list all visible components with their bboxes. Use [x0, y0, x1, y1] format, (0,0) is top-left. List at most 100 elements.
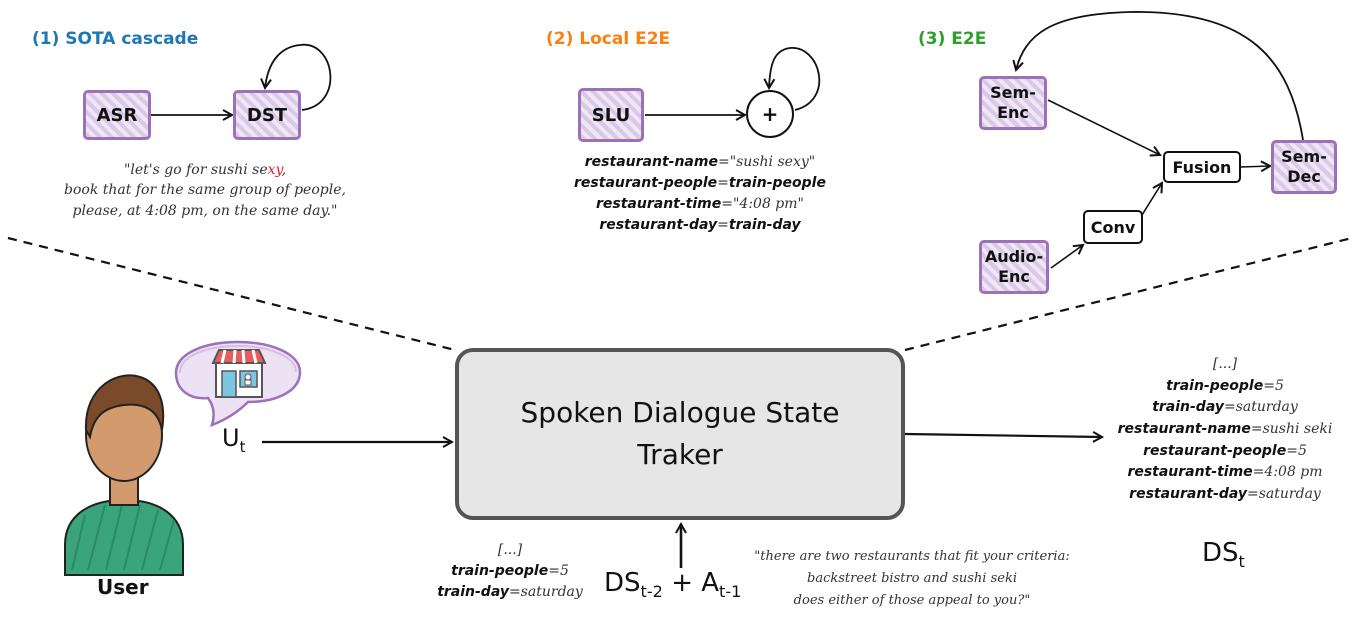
- slot-equals: =: [1263, 377, 1275, 394]
- dst-label: DST: [246, 104, 288, 126]
- ds-symbol: DS: [1202, 538, 1239, 568]
- slot-equals: =: [717, 217, 729, 233]
- slot-key: restaurant-people: [574, 175, 718, 191]
- plus-loop-arrow: [769, 47, 821, 111]
- slot-value: sushi seki: [1262, 421, 1333, 438]
- ellipsis: [...]: [497, 542, 523, 558]
- audio-enc-label-2: Enc: [998, 267, 1030, 286]
- right-dashed-divider: [904, 236, 1353, 352]
- slot-value: "sushi se: [729, 154, 793, 170]
- conv-to-fusion-arrow: [1141, 183, 1162, 216]
- slot-value: train-people: [728, 175, 826, 191]
- transcript-line-1: "let's go for sushi sexy,: [10, 160, 400, 180]
- transcript-line-3: please, at 4:08 pm, on the same day.": [72, 202, 338, 219]
- slot-key: restaurant-name: [584, 154, 718, 170]
- slot-key: restaurant-people: [1143, 442, 1287, 459]
- transcript-line-1-text: "let's go for sushi se: [123, 162, 268, 178]
- cascade-panel-title: (1) SOTA cascade: [32, 29, 198, 49]
- system-response-line-1: "there are two restaurants that fit your…: [754, 549, 1070, 564]
- conv-box: Conv: [1083, 210, 1143, 244]
- local-slot-row: restaurant-name="sushi sexy": [540, 152, 860, 173]
- context-plus: +: [671, 568, 693, 598]
- dst-loop-arrow: [265, 44, 332, 111]
- ellipsis: [...]: [1212, 356, 1238, 372]
- local-slot-row: restaurant-time="4:08 pm": [540, 194, 860, 215]
- output-slot-row: restaurant-day=saturday: [1095, 484, 1355, 506]
- left-dashed-divider: [7, 236, 456, 352]
- local-panel-title: (2) Local E2E: [546, 29, 670, 49]
- slot-equals: =: [1247, 486, 1259, 503]
- plus-label: +: [761, 102, 779, 126]
- slot-value-end: ": [808, 154, 816, 170]
- local-title-text: (2) Local E2E: [546, 29, 671, 49]
- cascade-title-text: (1) SOTA cascade: [32, 29, 199, 49]
- slot-equals: =: [1252, 464, 1265, 481]
- utterance-subscript: t: [239, 437, 246, 456]
- slot-key: restaurant-day: [1129, 486, 1247, 503]
- local-slot-row: restaurant-day=train-day: [540, 215, 860, 236]
- slot-value: saturday: [520, 584, 583, 600]
- transcript-line-2: book that for the same group of people,: [64, 182, 346, 199]
- audio-enc-label-1: Audio-: [984, 247, 1044, 266]
- sem-dec-box: Sem- Dec: [1271, 140, 1337, 194]
- slot-value: 4:08 pm: [1264, 464, 1323, 481]
- slot-value: saturday: [1258, 486, 1321, 503]
- context-expression: DSt-2 + At-1: [604, 568, 741, 601]
- slot-value: train-day: [728, 217, 801, 233]
- audio-enc-box: Audio- Enc: [979, 240, 1049, 294]
- slot-equals: =: [1250, 421, 1263, 438]
- dialogue-state-tracker-box: Spoken Dialogue State Traker: [455, 348, 905, 520]
- ds-prev-symbol: DS: [604, 568, 641, 598]
- system-response-line-2: backstreet bistro and sushi seki: [807, 571, 1017, 587]
- cascade-asr-transcript: "let's go for sushi sexy, book that for …: [10, 160, 400, 221]
- semdec-to-semenc-loop-arrow: [1016, 11, 1304, 141]
- output-slot-row: train-people=5: [1095, 376, 1355, 398]
- asr-label: ASR: [96, 104, 138, 126]
- slot-equals: =: [548, 563, 560, 579]
- output-slot-row: restaurant-people=5: [1095, 441, 1355, 463]
- slot-key: restaurant-time: [1127, 464, 1253, 481]
- ds-subscript: t: [1238, 552, 1245, 572]
- slot-key: train-day: [437, 584, 509, 600]
- slot-value-error: xy: [792, 154, 809, 170]
- output-slot-row: restaurant-name=sushi seki: [1095, 419, 1355, 441]
- e2e-panel-title: (3) E2E: [918, 29, 986, 49]
- sem-enc-label-1: Sem-: [990, 83, 1036, 102]
- previous-state-slot-list: [...] train-people=5 train-day = saturday: [420, 540, 600, 603]
- slot-equals: =: [1286, 442, 1298, 459]
- conv-label: Conv: [1090, 217, 1136, 237]
- local-slot-list: restaurant-name="sushi sexy"restaurant-p…: [540, 152, 860, 236]
- tracker-to-output-arrow: [904, 434, 1102, 437]
- slot-key: train-people: [451, 563, 549, 579]
- slot-value: 5: [559, 563, 569, 579]
- sem-dec-label-1: Sem-: [1281, 147, 1327, 166]
- slot-key: train-day: [1152, 399, 1224, 416]
- slot-equals: =: [717, 175, 729, 191]
- slot-equals: =: [1223, 399, 1236, 416]
- slot-value: "4:08 pm": [732, 196, 804, 212]
- utterance-symbol: U: [222, 424, 240, 452]
- slot-value: 5: [1297, 442, 1307, 459]
- local-slot-row: restaurant-people=train-people: [540, 173, 860, 194]
- output-ds-label: DSt: [1202, 538, 1245, 571]
- slot-key: train-people: [1166, 377, 1264, 394]
- utterance-label: Ut: [222, 424, 245, 456]
- dst-box: DST: [233, 90, 301, 140]
- audioenc-to-conv-arrow: [1050, 245, 1083, 269]
- a-prev-subscript: t-1: [719, 582, 742, 602]
- tracker-title-line-1: Spoken Dialogue State: [520, 396, 840, 429]
- slu-box: SLU: [578, 88, 644, 142]
- sem-enc-label-2: Enc: [997, 103, 1029, 122]
- asr-box: ASR: [83, 90, 151, 140]
- slot-key: restaurant-time: [596, 196, 722, 212]
- bottom-slot-row: train-people=5: [420, 561, 600, 582]
- plus-circle: +: [746, 90, 794, 138]
- fusion-label: Fusion: [1172, 157, 1232, 177]
- a-prev-symbol: A: [701, 568, 720, 598]
- transcript-error-text: xy: [267, 162, 282, 178]
- output-slot-row: train-day=saturday: [1095, 397, 1355, 419]
- output-slot-row: restaurant-time=4:08 pm: [1095, 462, 1355, 484]
- transcript-line-1-end: ,: [281, 162, 287, 178]
